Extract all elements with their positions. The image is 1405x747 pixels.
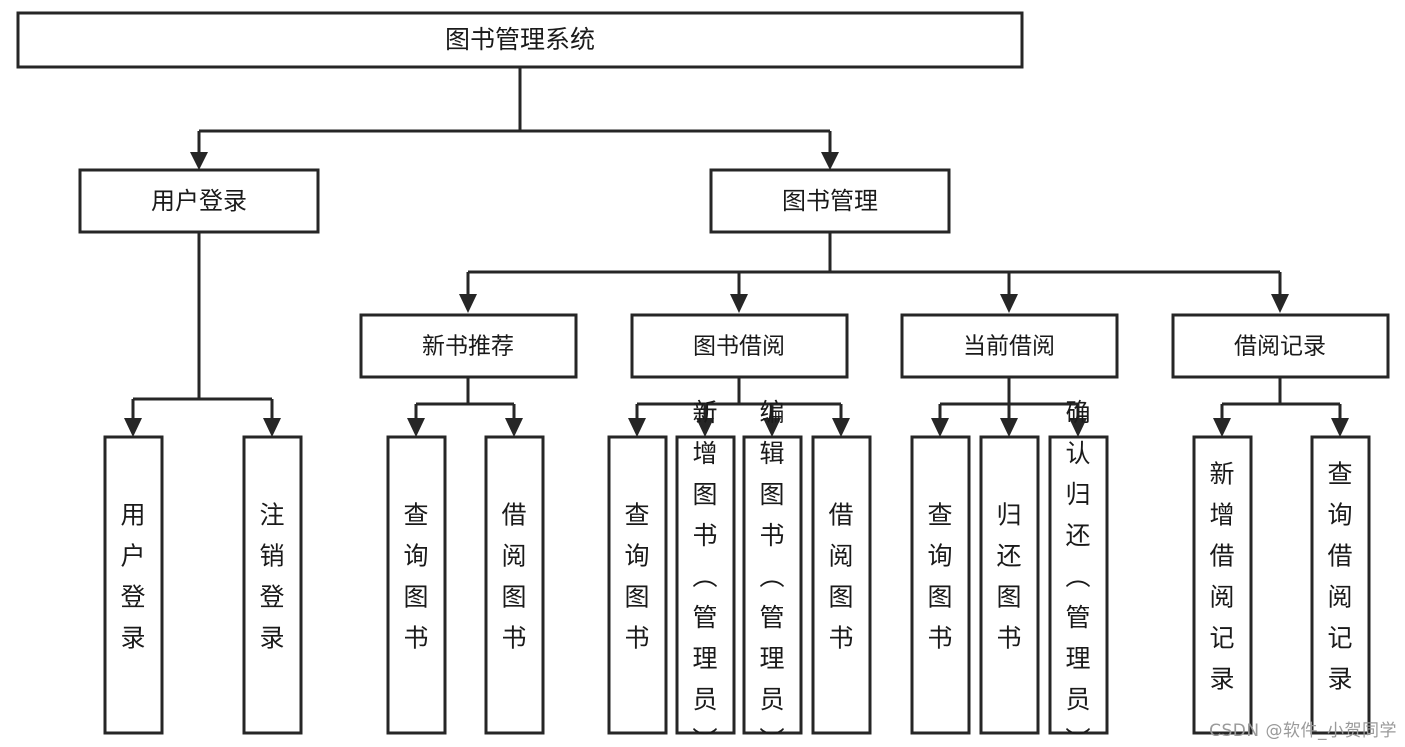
arrow-newbook-leaf-2: [505, 418, 523, 437]
leaf-bookborrow-query-box[interactable]: [607, 435, 668, 735]
leaf-bookborrow-query[interactable]: 查询图书: [607, 435, 668, 735]
arrow-borrowrecord-leaf-1: [1213, 418, 1231, 437]
leaf-currentborrow-confirm[interactable]: 确认归还︵管理员︶: [1048, 398, 1109, 747]
arrow-to-borrow-record: [1271, 294, 1289, 313]
node-book-management-label: 图书管理: [782, 187, 878, 215]
leaf-borrowrecord-query-label: 查询借阅记录: [1327, 460, 1352, 694]
node-book-borrow[interactable]: 图书借阅: [630, 313, 849, 379]
node-book-management[interactable]: 图书管理: [709, 168, 951, 234]
arrow-currentborrow-leaf-2: [1000, 418, 1018, 437]
arrow-bookborrow-leaf-2: [696, 418, 714, 437]
leaf-bookborrow-borrow-label: 借阅图书: [828, 501, 853, 653]
csdn-watermark: CSDN @软件_小贺同学: [1209, 721, 1397, 741]
leaf-newbook-borrow[interactable]: 借阅图书: [484, 435, 545, 735]
node-current-borrow[interactable]: 当前借阅: [900, 313, 1119, 379]
leaf-borrowrecord-query[interactable]: 查询借阅记录: [1310, 435, 1371, 735]
leaf-user-login-login-label: 用户登录: [120, 501, 145, 653]
node-user-login-label: 用户登录: [151, 187, 247, 215]
leaf-currentborrow-query[interactable]: 查询图书: [910, 435, 971, 735]
leaf-bookborrow-add[interactable]: 新增图书︵管理员︶: [675, 398, 736, 747]
arrow-userlogin-leaf-2: [263, 418, 281, 437]
arrow-to-new-book-recommend: [459, 294, 477, 313]
leaf-currentborrow-return[interactable]: 归还图书: [979, 435, 1040, 735]
node-user-login-box[interactable]: [78, 168, 320, 234]
arrow-userlogin-leaf-1: [124, 418, 142, 437]
leaf-bookborrow-add-box[interactable]: [675, 435, 736, 735]
leaf-bookborrow-edit-box[interactable]: [742, 435, 803, 735]
leaf-bookborrow-borrow[interactable]: 借阅图书: [811, 435, 872, 735]
leaf-user-login-logout-box[interactable]: [242, 435, 303, 735]
node-root-label: 图书管理系统: [445, 25, 595, 54]
arrow-to-book-mgmt: [821, 152, 839, 170]
leaf-borrowrecord-add[interactable]: 新增借阅记录: [1192, 435, 1253, 735]
node-root-box[interactable]: [16, 11, 1024, 69]
node-borrow-record-label: 借阅记录: [1234, 334, 1326, 360]
node-borrow-record[interactable]: 借阅记录: [1171, 313, 1390, 379]
leaf-currentborrow-query-box[interactable]: [910, 435, 971, 735]
leaf-bookborrow-add-label: 新增图书︵管理员︶: [692, 398, 717, 747]
node-user-login[interactable]: 用户登录: [78, 168, 320, 234]
node-root[interactable]: 图书管理系统: [16, 11, 1024, 69]
node-book-management-box[interactable]: [709, 168, 951, 234]
leaf-newbook-borrow-box[interactable]: [484, 435, 545, 735]
leaf-newbook-query-box[interactable]: [386, 435, 447, 735]
leaf-currentborrow-return-box[interactable]: [979, 435, 1040, 735]
node-new-book-recommend-label: 新书推荐: [422, 334, 514, 360]
leaf-newbook-query[interactable]: 查询图书: [386, 435, 447, 735]
node-book-borrow-label: 图书借阅: [693, 334, 785, 360]
connector-layer: [124, 67, 1349, 437]
leaf-newbook-borrow-label: 借阅图书: [501, 501, 526, 653]
node-current-borrow-label: 当前借阅: [963, 334, 1055, 360]
arrow-currentborrow-leaf-1: [931, 418, 949, 437]
arrow-bookborrow-leaf-3: [763, 418, 781, 437]
arrow-bookborrow-leaf-1: [628, 418, 646, 437]
leaf-currentborrow-confirm-box[interactable]: [1048, 435, 1109, 735]
arrow-to-current-borrow: [1000, 294, 1018, 313]
leaf-user-login-logout[interactable]: 注销登录: [242, 435, 303, 735]
arrow-to-book-borrow: [730, 294, 748, 313]
node-new-book-recommend-box[interactable]: [359, 313, 578, 379]
leaf-currentborrow-query-label: 查询图书: [927, 501, 952, 653]
leaf-bookborrow-edit[interactable]: 编辑图书︵管理员︶: [742, 398, 803, 747]
node-book-borrow-box[interactable]: [630, 313, 849, 379]
node-borrow-record-box[interactable]: [1171, 313, 1390, 379]
node-new-book-recommend[interactable]: 新书推荐: [359, 313, 578, 379]
leaf-user-login-login-box[interactable]: [103, 435, 164, 735]
arrow-to-user-login: [190, 152, 208, 170]
leaf-user-login-login[interactable]: 用户登录: [103, 435, 164, 735]
leaf-borrowrecord-query-box[interactable]: [1310, 435, 1371, 735]
leaf-newbook-query-label: 查询图书: [403, 501, 428, 653]
leaf-bookborrow-borrow-box[interactable]: [811, 435, 872, 735]
arrow-currentborrow-leaf-3: [1069, 418, 1087, 437]
leaf-bookborrow-edit-label: 编辑图书︵管理员︶: [759, 398, 784, 747]
leaf-borrowrecord-add-box[interactable]: [1192, 435, 1253, 735]
arrow-bookborrow-leaf-4: [832, 418, 850, 437]
arrow-borrowrecord-leaf-2: [1331, 418, 1349, 437]
leaf-borrowrecord-add-label: 新增借阅记录: [1209, 460, 1234, 694]
node-current-borrow-box[interactable]: [900, 313, 1119, 379]
leaf-user-login-logout-label: 注销登录: [259, 501, 284, 653]
leaf-currentborrow-confirm-label: 确认归还︵管理员︶: [1065, 398, 1090, 747]
arrow-newbook-leaf-1: [407, 418, 425, 437]
leaf-bookborrow-query-label: 查询图书: [624, 501, 649, 653]
leaf-currentborrow-return-label: 归还图书: [996, 501, 1021, 653]
